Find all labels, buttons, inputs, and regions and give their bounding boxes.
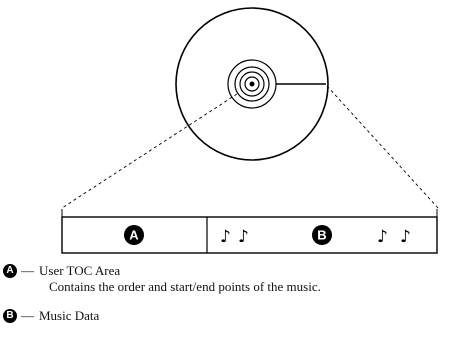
music-note-icon: ♪ bbox=[400, 227, 411, 247]
area-a-label: A bbox=[129, 228, 139, 243]
area-a-badge bbox=[124, 225, 144, 245]
music-note-icon: ♪ bbox=[238, 227, 249, 247]
legend-b-separator: — bbox=[21, 308, 34, 323]
area-b-badge bbox=[312, 225, 332, 245]
track-band bbox=[61, 216, 438, 254]
legend-item-a: A — User TOC Area bbox=[3, 263, 120, 278]
music-note-icon: ♪ bbox=[220, 227, 231, 247]
disc-hub bbox=[244, 76, 260, 92]
disc-outline bbox=[175, 7, 329, 161]
disc-inner-ring bbox=[239, 71, 265, 97]
legend-a-description: Contains the order and start/end points … bbox=[49, 279, 321, 294]
music-note-icon: ♪ bbox=[377, 227, 388, 247]
legend-item-b: B — Music Data bbox=[3, 308, 99, 323]
disc-inner-ring-middle bbox=[234, 66, 270, 102]
legend-a-title: User TOC Area bbox=[39, 263, 121, 278]
legend-b-badge: B bbox=[3, 308, 17, 323]
disc-spindle-hole bbox=[249, 81, 255, 87]
projection-line-right bbox=[326, 85, 439, 209]
legend-a-badge: A bbox=[3, 263, 17, 278]
projection-line-left bbox=[61, 93, 238, 209]
area-b-label: B bbox=[317, 228, 326, 243]
legend-a-separator: — bbox=[21, 263, 34, 278]
legend-b-title: Music Data bbox=[39, 308, 100, 323]
